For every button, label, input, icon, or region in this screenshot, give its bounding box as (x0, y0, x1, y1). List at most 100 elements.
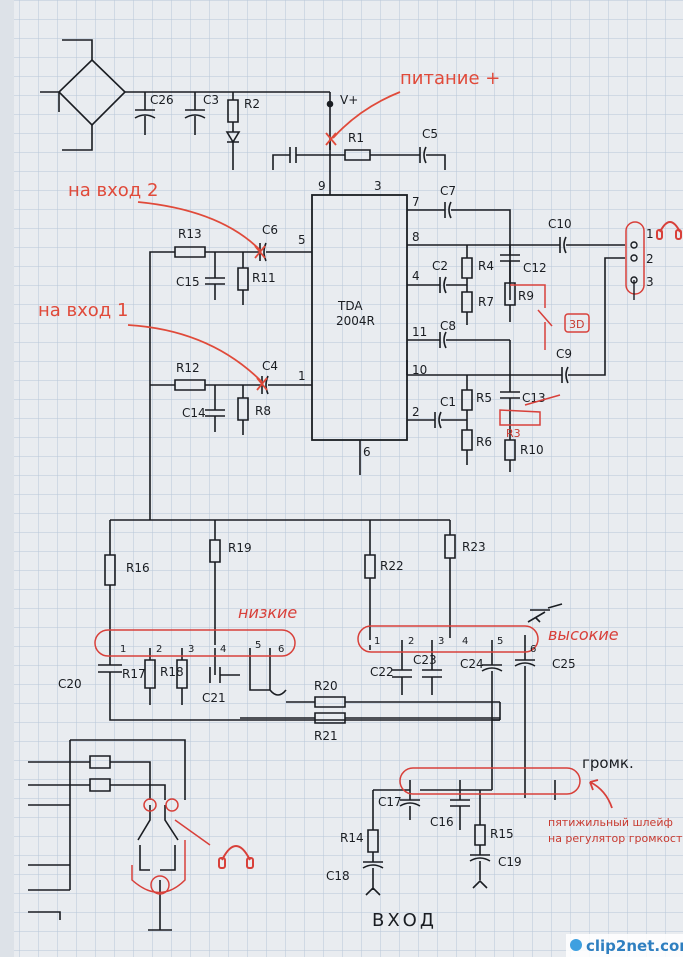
lows-pin-1: 1 (120, 644, 126, 655)
label-c10: C10 (548, 217, 572, 231)
label-c17: C17 (378, 795, 402, 809)
label-r2: R2 (244, 97, 260, 111)
label-c7: C7 (440, 184, 456, 198)
label-r8: R8 (255, 404, 271, 418)
pin-label-3: 3 (374, 179, 382, 193)
label-r7: R7 (478, 295, 494, 309)
label-c3: C3 (203, 93, 219, 107)
connector-pin-1: 1 (646, 227, 654, 241)
label-r3: R3 (506, 427, 521, 440)
switch-3d (499, 284, 590, 426)
highs-pin-6: 6 (530, 644, 536, 655)
label-r16: R16 (126, 561, 150, 575)
label-r13: R13 (178, 227, 202, 241)
headphone-connector: 1 2 3 (625, 221, 654, 300)
label-c4: C4 (262, 359, 278, 373)
watermark: clip2net.com (566, 934, 683, 957)
pin-label-8: 8 (412, 230, 420, 244)
label-r9: R9 (518, 289, 534, 303)
input-stage-labels: R13 C6 C15 R11 R12 C4 C14 R8 R16 R19 R22… (126, 223, 486, 575)
pin-label-1: 1 (298, 369, 306, 383)
label-r23: R23 (462, 540, 486, 554)
annotation-input: ВХОД (372, 910, 437, 931)
paper-margin (0, 0, 14, 957)
output-stage (406, 201, 625, 472)
highs-pin-5: 5 (497, 636, 503, 647)
label-r10: R10 (520, 443, 544, 457)
highs-pin-1: 1 (374, 636, 380, 647)
tone-control-labels: C20 R17 R18 C21 R20 R21 C22 C23 C24 C25 (58, 653, 576, 743)
label-r21: R21 (314, 729, 338, 743)
label-r15: R15 (490, 827, 514, 841)
label-c1: C1 (440, 395, 456, 409)
power-supply (40, 39, 446, 195)
label-r22: R22 (380, 559, 404, 573)
label-v-plus: V+ (340, 93, 358, 107)
output-stage-labels: C7 C10 C2 R4 C12 R7 R9 C8 C9 C1 R5 C13 R… (432, 184, 572, 457)
label-c5: C5 (422, 127, 438, 141)
volume-input-section (362, 780, 556, 896)
connector-pin-3: 3 (646, 275, 654, 289)
label-c18: C18 (326, 869, 350, 883)
label-c14: C14 (182, 406, 206, 420)
annotation-lows: низкие (238, 603, 297, 622)
label-c8: C8 (440, 319, 456, 333)
tone-pin-labels: 1 2 3 4 5 6 1 2 3 4 5 6 (120, 636, 536, 655)
label-3d: 3D (569, 318, 584, 331)
highs-pin-2: 2 (408, 636, 414, 647)
highs-group-oval (357, 625, 539, 653)
input-jack-switch (28, 739, 186, 931)
label-c15: C15 (176, 275, 200, 289)
label-r17: R17 (122, 667, 146, 681)
jack-sockets (131, 798, 211, 895)
volume-input-labels: C17 C16 R14 R15 C18 C19 (326, 795, 522, 883)
watermark-text: clip2net.com (586, 937, 683, 955)
lows-pin-2: 2 (156, 644, 162, 655)
label-c9: C9 (556, 347, 572, 361)
annotation-to-input-1: на вход 1 (38, 300, 128, 321)
headphones-icon-bottom (218, 845, 254, 869)
pin-label-6: 6 (363, 445, 371, 459)
label-r20: R20 (314, 679, 338, 693)
highs-pin-4: 4 (462, 636, 468, 647)
label-c6: C6 (262, 223, 278, 237)
chip-label-line1: TDA (337, 299, 363, 313)
label-c16: C16 (430, 815, 454, 829)
pin-label-7: 7 (412, 195, 420, 209)
tone-control-ovals (94, 625, 539, 657)
label-c12: C12 (523, 261, 547, 275)
pin-label-5: 5 (298, 233, 306, 247)
label-c26: C26 (150, 93, 174, 107)
lows-group-oval (94, 629, 296, 657)
annotation-to-input-2: на вход 2 (68, 180, 158, 201)
pin-label-2: 2 (412, 405, 420, 419)
lows-pin-3: 3 (188, 644, 194, 655)
chip-pin-labels: 9 3 5 1 6 7 8 4 11 10 2 (298, 179, 427, 459)
label-c20: C20 (58, 677, 82, 691)
input-stages (104, 242, 456, 645)
label-r1: R1 (348, 131, 364, 145)
label-r18: R18 (160, 665, 184, 679)
label-c19: C19 (498, 855, 522, 869)
lows-pin-5: 5 (255, 640, 261, 651)
label-c25: C25 (552, 657, 576, 671)
label-r12: R12 (176, 361, 200, 375)
volume-ribbon-arrow (589, 779, 613, 809)
annotation-highs: высокие (548, 625, 619, 644)
annotation-volume: громк. (582, 754, 634, 772)
label-r4: R4 (478, 259, 494, 273)
label-r11: R11 (252, 271, 276, 285)
power-supply-labels: C26 C3 R2 V+ R1 C5 (150, 93, 438, 145)
label-r6: R6 (476, 435, 492, 449)
chip-label-line2: 2004R (336, 314, 375, 328)
headphones-icon (656, 221, 682, 240)
label-c22: C22 (370, 665, 394, 679)
pin-label-11: 11 (412, 325, 427, 339)
annotation-power-plus: питание + (400, 68, 500, 89)
label-r5: R5 (476, 391, 492, 405)
red-annotation-lines (127, 91, 401, 391)
lows-pin-4: 4 (220, 644, 226, 655)
annotation-ribbon-line2: на регулятор громкости (548, 832, 683, 845)
